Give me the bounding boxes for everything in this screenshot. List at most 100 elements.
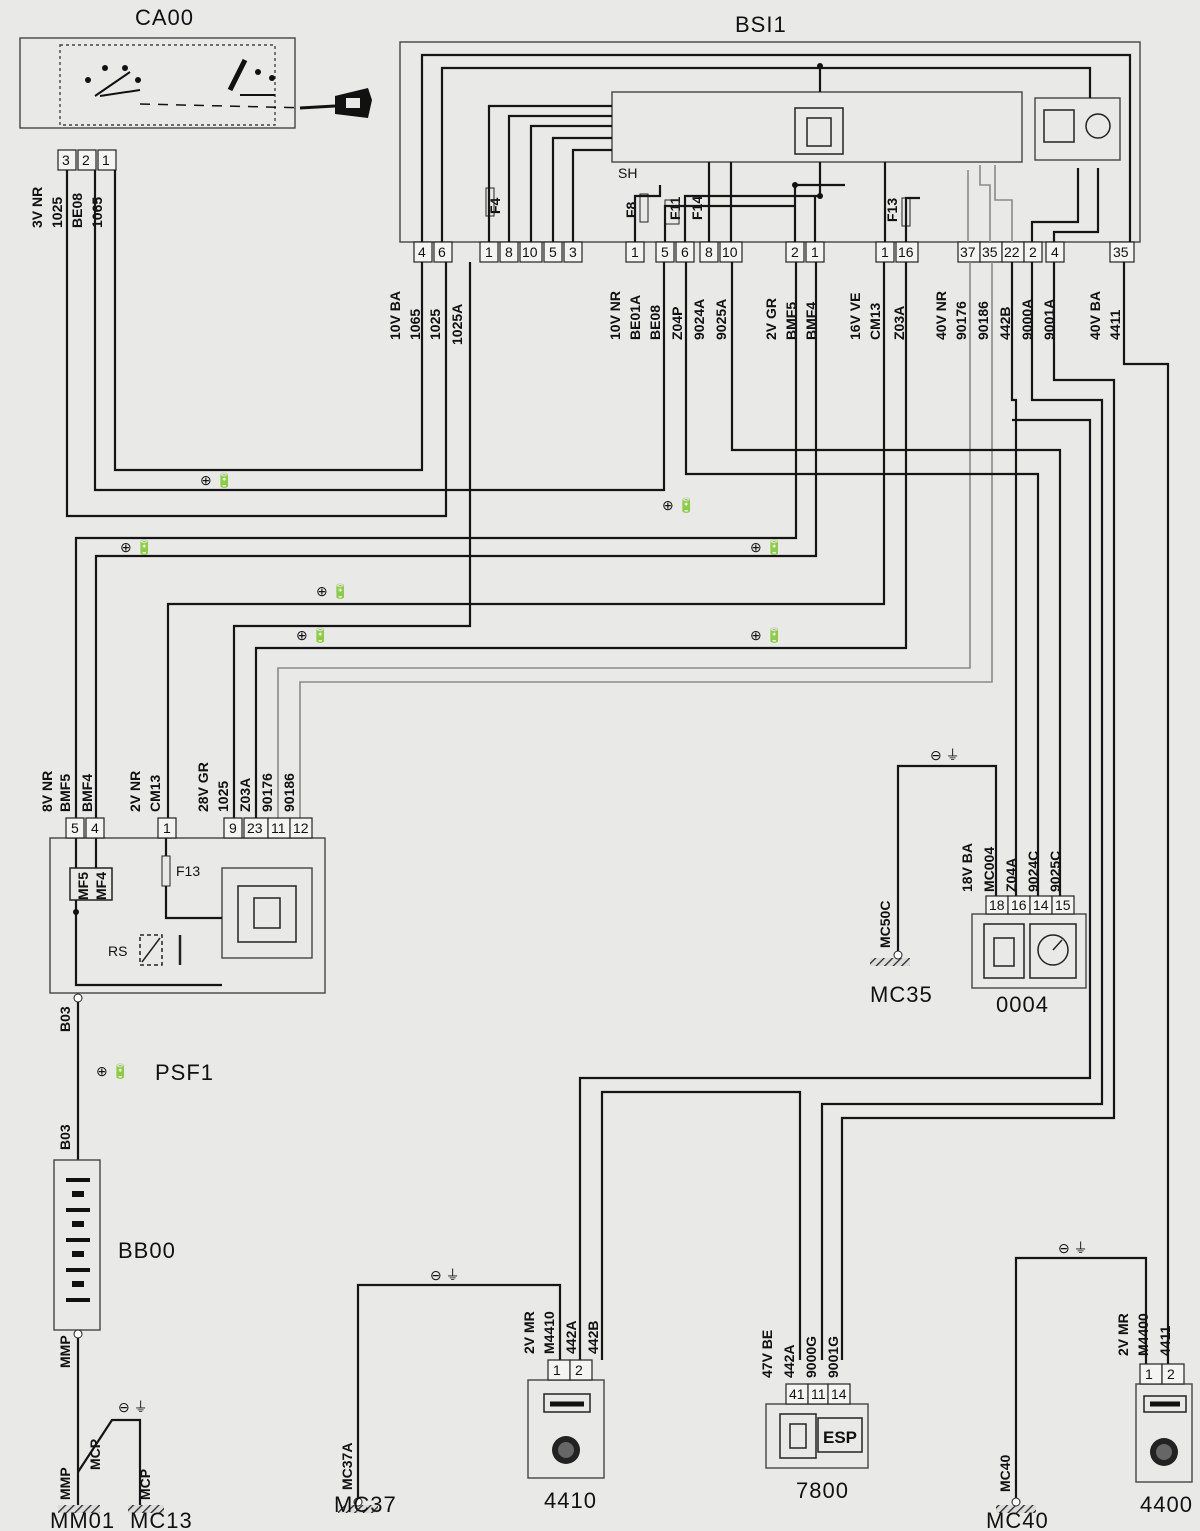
svg-text:6: 6 <box>438 244 446 260</box>
psf1-module: F13 MF5 MF4 RS PSF1 5 4 1 9 23 11 12 8V … <box>39 762 326 1150</box>
bsi-pins: 4 6 1 8 10 5 3 1 5 6 8 10 2 1 1 16 37 35… <box>413 241 1135 263</box>
svg-text:2: 2 <box>575 1362 583 1378</box>
svg-text:Z04P: Z04P <box>669 307 685 340</box>
svg-text:MC004: MC004 <box>981 847 997 892</box>
c7800-label: 7800 <box>796 1478 849 1503</box>
svg-text:CM13: CM13 <box>147 774 163 812</box>
svg-text:90186: 90186 <box>975 301 991 340</box>
svg-text:23: 23 <box>247 820 263 836</box>
svg-text:9025A: 9025A <box>713 299 729 340</box>
esp-label: ESP <box>823 1428 857 1447</box>
svg-text:1: 1 <box>485 244 493 260</box>
bsi-internal-wiring <box>420 53 1132 242</box>
battery-plus-icon: ⊕ 🔋 <box>200 472 233 489</box>
ignition-key-icon <box>299 88 372 118</box>
svg-text:12: 12 <box>293 820 309 836</box>
battery-plus-icon: ⊕ 🔋 <box>316 583 349 600</box>
mc40-label: MC40 <box>986 1508 1049 1531</box>
svg-text:F13: F13 <box>176 863 200 879</box>
svg-text:1: 1 <box>163 820 171 836</box>
mc35-label: MC35 <box>870 982 933 1007</box>
svg-text:BMF4: BMF4 <box>79 774 95 812</box>
svg-text:B03: B03 <box>57 1124 73 1150</box>
svg-text:MF4: MF4 <box>93 872 109 900</box>
c4400-label: 4400 <box>1140 1492 1193 1517</box>
ca00-label: CA00 <box>135 5 194 30</box>
svg-text:1: 1 <box>811 244 819 260</box>
svg-text:3: 3 <box>569 244 577 260</box>
supply-markers: ⊕ 🔋 ⊕ 🔋 ⊕ 🔋 ⊕ 🔋 ⊕ 🔋 ⊕ 🔋 ⊕ 🔋 ⊕ 🔋 ⊖ ⏚ ⊖ ⏚ … <box>96 472 1088 1415</box>
svg-text:8: 8 <box>705 244 713 260</box>
ca00-ignition-switch: CA00 3 2 1 3V NR 1025 BE08 1065 <box>19 5 372 228</box>
mm01-label: MM01 <box>50 1508 115 1531</box>
svg-text:1065: 1065 <box>407 309 423 340</box>
ca00-spec: 3V NR <box>29 187 45 228</box>
svg-text:BE08: BE08 <box>647 305 663 340</box>
svg-text:CM13: CM13 <box>867 302 883 340</box>
svg-text:5: 5 <box>549 244 557 260</box>
svg-text:MF5: MF5 <box>75 872 91 900</box>
svg-text:22: 22 <box>1004 244 1020 260</box>
svg-text:18V BA: 18V BA <box>959 843 975 892</box>
mc37-label: MC37 <box>334 1492 397 1517</box>
svg-text:2: 2 <box>82 152 90 168</box>
svg-text:1: 1 <box>102 152 110 168</box>
svg-text:1065: 1065 <box>89 197 105 228</box>
svg-text:14: 14 <box>1033 897 1049 913</box>
svg-text:5: 5 <box>661 244 669 260</box>
battery-plus-icon: ⊕ 🔋 <box>662 497 695 514</box>
gauge-icon <box>1029 923 1077 979</box>
ground-icon: ⊖ ⏚ <box>118 1399 148 1415</box>
battery-plus-icon: ⊕ 🔋 <box>750 627 783 644</box>
bsi1-module: BSI1 SH F4 F8 F11 F14 F13 4 6 1 8 10 5 3 <box>387 12 1141 345</box>
svg-text:16: 16 <box>1011 897 1027 913</box>
svg-text:4: 4 <box>1051 244 1059 260</box>
battery-plus-icon: ⊕ 🔋 <box>120 539 153 556</box>
svg-text:5: 5 <box>71 820 79 836</box>
svg-text:8V NR: 8V NR <box>39 771 55 812</box>
svg-text:442A: 442A <box>563 1321 579 1354</box>
c4410-wheel-sensor: 1 2 2V MR M4410 442A 442B 4410 <box>521 1311 605 1513</box>
svg-text:4: 4 <box>91 820 99 836</box>
svg-text:BE08: BE08 <box>69 193 85 228</box>
svg-text:MC50C: MC50C <box>877 901 893 948</box>
svg-text:15: 15 <box>1055 897 1071 913</box>
svg-text:2: 2 <box>1167 1366 1175 1382</box>
battery-cells-icon <box>66 1178 90 1302</box>
bb00-label: BB00 <box>118 1238 176 1263</box>
svg-text:MCP: MCP <box>137 1469 153 1500</box>
svg-text:F4: F4 <box>487 197 503 214</box>
svg-text:Z03A: Z03A <box>891 306 907 340</box>
svg-text:4411: 4411 <box>1157 1325 1173 1356</box>
ground-points: MMP MCP MCP MC37A MC50C MC40 MM01 MC13 M… <box>50 901 1049 1531</box>
svg-text:1: 1 <box>553 1362 561 1378</box>
svg-text:BE01A: BE01A <box>627 295 643 340</box>
svg-text:F14: F14 <box>689 196 705 220</box>
svg-text:1: 1 <box>1145 1366 1153 1382</box>
svg-text:MMP: MMP <box>57 1467 73 1500</box>
svg-text:14: 14 <box>831 1386 847 1402</box>
ground-icon: ⊖ ⏚ <box>930 747 960 763</box>
microchip-icon <box>983 923 1025 979</box>
svg-text:10V BA: 10V BA <box>387 291 403 340</box>
svg-text:MCP: MCP <box>87 1439 103 1470</box>
c0004-instrument-panel: 18 16 14 15 18V BA MC004 Z04A 9024C 9025… <box>959 843 1087 1017</box>
svg-text:4: 4 <box>418 244 426 260</box>
svg-text:9024A: 9024A <box>691 299 707 340</box>
svg-text:90176: 90176 <box>259 773 275 812</box>
svg-text:90186: 90186 <box>281 773 297 812</box>
svg-text:9025C: 9025C <box>1047 851 1063 892</box>
bsi1-label: BSI1 <box>735 12 787 37</box>
microchip-icon <box>237 885 297 943</box>
svg-text:90176: 90176 <box>953 301 969 340</box>
svg-text:40V NR: 40V NR <box>933 291 949 340</box>
svg-text:11: 11 <box>271 820 286 836</box>
svg-text:8: 8 <box>505 244 513 260</box>
svg-text:41: 41 <box>789 1386 805 1402</box>
svg-text:11: 11 <box>811 1386 826 1402</box>
svg-text:9001G: 9001G <box>825 1336 841 1378</box>
microchip-icon <box>794 107 844 155</box>
svg-text:MMP: MMP <box>57 1335 73 1368</box>
svg-text:B03: B03 <box>57 1006 73 1032</box>
svg-text:Z04A: Z04A <box>1003 858 1019 892</box>
